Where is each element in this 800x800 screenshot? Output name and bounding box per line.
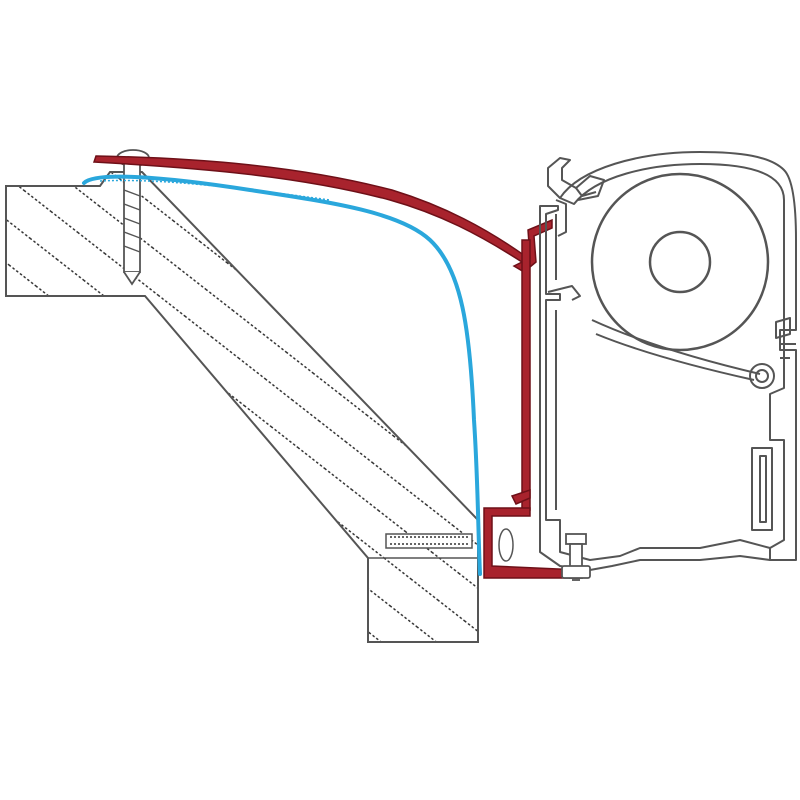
vehicle-wall (5, 171, 479, 643)
bracket-foot-hook (510, 488, 531, 505)
roller-axle (648, 230, 712, 294)
bracket-rivet (498, 528, 514, 562)
cassette-front-channel (539, 205, 771, 571)
rubber-seal (82, 174, 482, 576)
wall-outline (5, 171, 479, 643)
roller-tube (590, 172, 770, 352)
fixing-bolt (561, 533, 591, 581)
wall-insert-plate (385, 533, 473, 549)
awning-cassette (539, 151, 797, 571)
bolt-nut (561, 565, 591, 579)
bracket-vertical-web (521, 239, 531, 511)
fabric-line (591, 319, 761, 375)
lead-rail-bead (749, 363, 775, 389)
screw-tip (123, 271, 141, 286)
cassette-lower-lip (751, 447, 773, 531)
bolt-head (565, 533, 587, 545)
cassette-housing-outer (559, 151, 797, 561)
mounting-bracket (92, 155, 581, 579)
seal-line (82, 174, 482, 576)
cassette-top-clip (547, 157, 605, 201)
